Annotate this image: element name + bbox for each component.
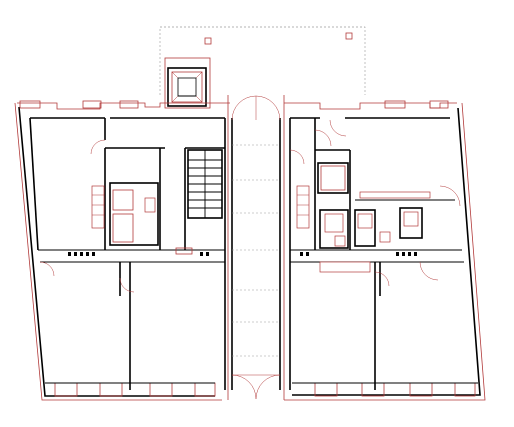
elevator-shaft [164, 57, 211, 109]
courtyard-outline [159, 26, 366, 95]
central-corridor [227, 95, 285, 400]
top-windows-left [19, 100, 139, 109]
left-apartment [14, 102, 230, 401]
stair-core [175, 149, 223, 255]
courtyard-marker-left [204, 37, 212, 45]
courtyard-marker-right [345, 32, 353, 40]
right-apartment [284, 100, 486, 401]
